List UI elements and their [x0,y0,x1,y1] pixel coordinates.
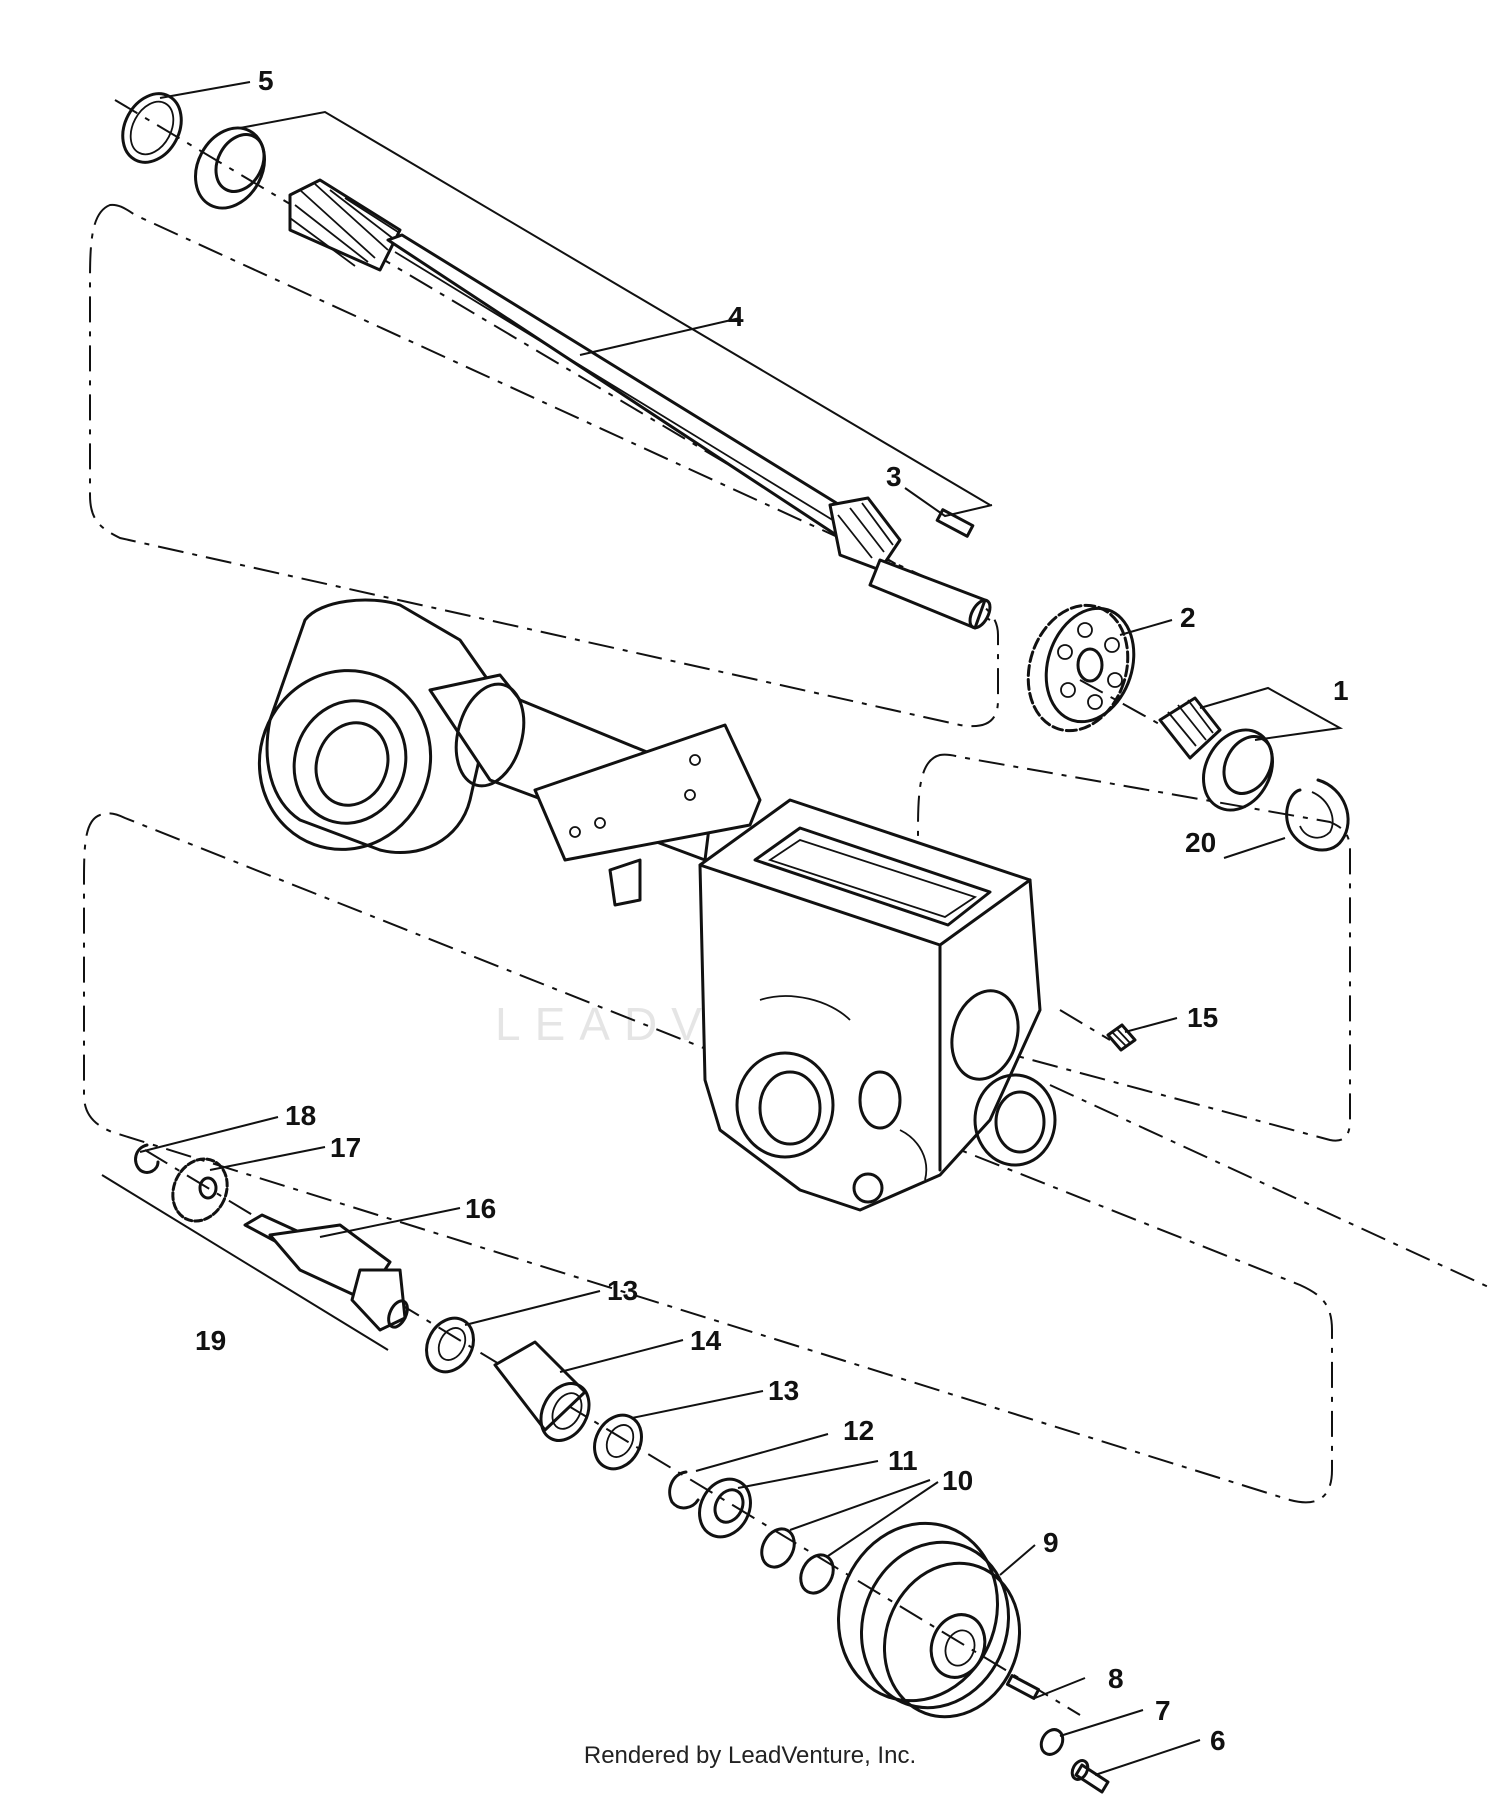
callout-1: 1 [1333,675,1349,706]
callout-4: 4 [728,301,744,332]
upper-group-outline [89,203,999,728]
callout-6: 6 [1210,1725,1226,1756]
callout-18: 18 [285,1100,316,1131]
part-5-snap-ring [121,92,183,164]
callout-19: 19 [195,1325,226,1356]
bearing-cup-upper [194,126,266,210]
part-1-bearing [1158,696,1274,812]
callout-20: 20 [1185,827,1216,858]
callout-11: 11 [888,1445,918,1476]
part-17-pinion-gear [171,1157,229,1223]
part-6-bolt [1070,1759,1110,1794]
part-16-pinion-shaft [243,1213,409,1332]
callout-3: 3 [886,461,902,492]
part-11-bearing [698,1477,752,1539]
part-12-snap-ring [668,1470,700,1510]
part-10-washer-b [799,1553,835,1595]
callout-16: 16 [465,1193,496,1224]
shaft-centerline [114,99,1496,1716]
leader-lines [101,81,1344,1776]
callout-15: 15 [1187,1002,1218,1033]
part-13-thrust-washer-lower [593,1413,643,1471]
callout-10: 10 [942,1465,973,1496]
callout-17: 17 [330,1132,361,1163]
part-4-worm-shaft [288,178,992,630]
callout-14: 14 [690,1325,722,1356]
callout-7: 7 [1155,1695,1171,1726]
callout-5: 5 [258,65,274,96]
part-9-pulley [837,1521,1022,1719]
callout-13-lower: 13 [768,1375,799,1406]
right-group-outline [917,753,1351,1142]
footer-credit: Rendered by LeadVenture, Inc. [583,1742,917,1769]
part-20-retaining-ring [1285,778,1350,852]
part-18-snap-ring [134,1143,160,1174]
callout-2: 2 [1180,602,1196,633]
axle-housing [257,598,762,907]
part-14-bushing [493,1340,591,1442]
part-2-spur-gear [1026,603,1136,733]
callout-13-upper: 13 [607,1275,638,1306]
part-7-lock-washer [1039,1728,1065,1756]
callout-8: 8 [1108,1663,1124,1694]
lower-group-outline [83,812,1333,1504]
part-8-key [1005,1674,1041,1700]
part-10-washer-a [760,1527,796,1569]
part-13-thrust-washer-upper [425,1316,475,1374]
part-15-set-screw [1106,1023,1137,1052]
gear-case [698,798,1057,1212]
callout-9: 9 [1043,1527,1059,1558]
callout-12: 12 [843,1415,874,1446]
